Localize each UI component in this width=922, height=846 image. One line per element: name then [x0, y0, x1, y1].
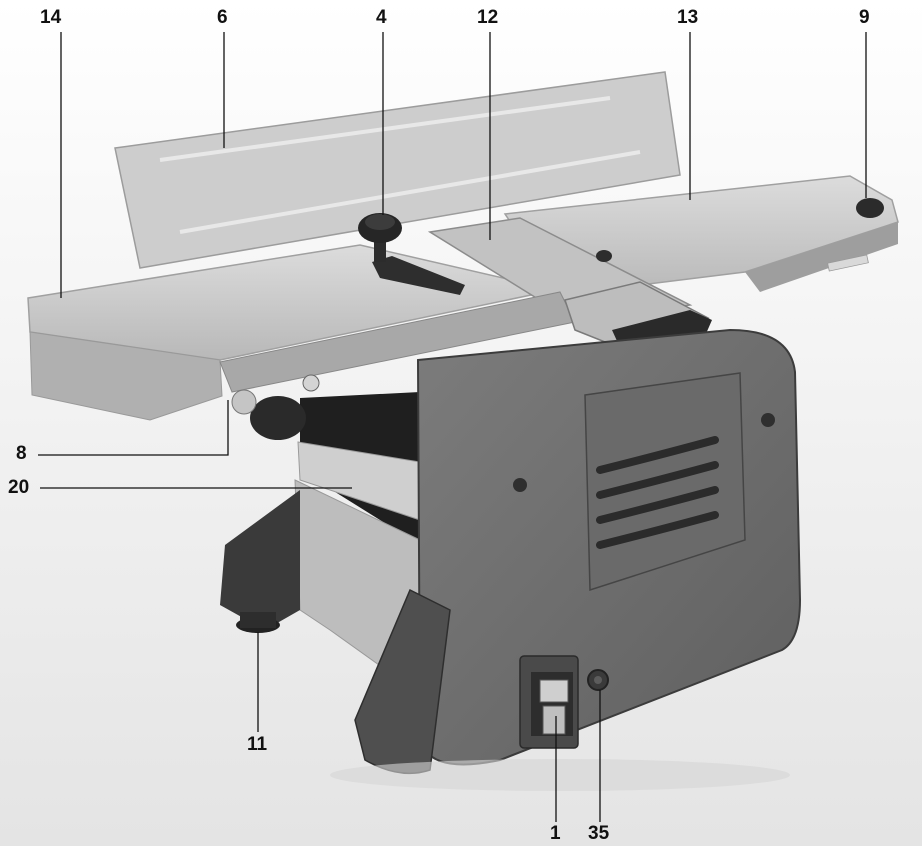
callout-8: 8	[16, 443, 27, 464]
left-leg	[220, 490, 300, 630]
callout-6: 6	[217, 7, 228, 28]
guard-groove	[159, 96, 611, 162]
callout-11: 11	[247, 734, 268, 755]
callout-13: 13	[677, 7, 699, 28]
knob-8	[250, 396, 306, 440]
knob-9	[856, 198, 884, 218]
small-knob	[596, 250, 612, 262]
table-badge	[827, 254, 869, 272]
knob-8-bolt	[231, 389, 257, 415]
callout-14: 14	[40, 7, 62, 28]
housing-screw	[761, 413, 775, 427]
callout-4: 4	[376, 7, 387, 28]
foot-11-stem	[240, 612, 276, 628]
small-screw	[302, 374, 320, 392]
callout-35: 35	[588, 823, 610, 844]
callout-1: 1	[550, 823, 561, 844]
callout-9: 9	[859, 7, 870, 28]
callout-12: 12	[477, 7, 499, 28]
outfeed-table-edge	[29, 331, 223, 421]
base-shadow	[330, 759, 790, 791]
guard-groove	[179, 150, 641, 234]
reset-button-center	[594, 676, 602, 684]
vent-slots	[596, 436, 719, 549]
switch-off	[542, 705, 566, 735]
leader-lines	[38, 32, 867, 822]
lever-arm	[372, 256, 465, 295]
leader-8	[38, 400, 229, 456]
housing-screw	[513, 478, 527, 492]
knob-4-top	[365, 214, 395, 230]
infeed-table-edge	[745, 222, 898, 292]
switch-on	[539, 679, 569, 703]
callout-20: 20	[8, 477, 30, 498]
